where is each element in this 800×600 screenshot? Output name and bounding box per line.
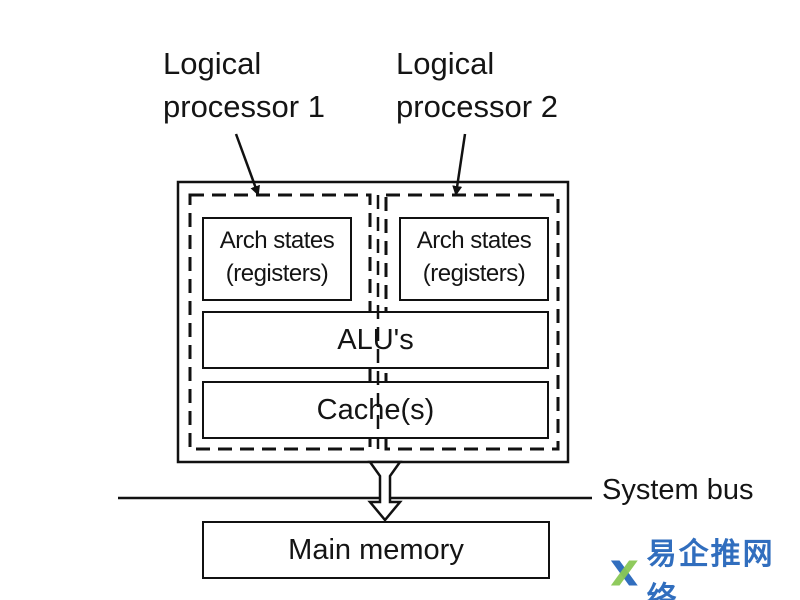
watermark-text: 易企推网络 [646, 537, 775, 600]
arch-states-1-label-line-2: (registers) [225, 260, 329, 287]
logical-processor-1-label-line-1: Logical [163, 46, 262, 81]
arch-states-1-label: Arch states (registers) [203, 224, 351, 290]
arch-states-2-box [399, 217, 549, 301]
arch-states-2-label-line-2: (registers) [422, 260, 526, 287]
arch-states-1-box [202, 217, 352, 301]
arch-states-2-label-line-1: Arch states [416, 227, 532, 254]
cache-box [202, 381, 549, 439]
arch-states-2-label: Arch states (registers) [400, 224, 548, 290]
watermark-logo: 易企推网络 [608, 537, 800, 600]
processor-2-pointer [452, 133, 467, 196]
watermark-x-icon [610, 560, 638, 586]
logical-processor-1-label: Logical processor 1 [163, 42, 325, 128]
logical-processor-2-label: Logical processor 2 [396, 42, 558, 128]
logical-processor-2-label-line-1: Logical [396, 46, 495, 81]
main-memory-label: Main memory [288, 533, 464, 566]
arch-states-1-label-line-1: Arch states [219, 227, 335, 254]
logical-processor-1-label-line-2: processor 1 [163, 89, 325, 124]
logical-processor-2-outline [384, 193, 560, 451]
main-memory-box [202, 521, 550, 579]
alu-label: ALU's [337, 323, 414, 356]
system-bus-label: System bus [602, 474, 754, 506]
alu-box [202, 311, 549, 369]
logical-processor-2-label-line-2: processor 2 [396, 89, 558, 124]
logical-processor-1-outline [188, 193, 372, 451]
bus-arrow [367, 460, 403, 522]
processor-1-pointer [234, 133, 260, 196]
cache-label: Cache(s) [316, 393, 435, 426]
